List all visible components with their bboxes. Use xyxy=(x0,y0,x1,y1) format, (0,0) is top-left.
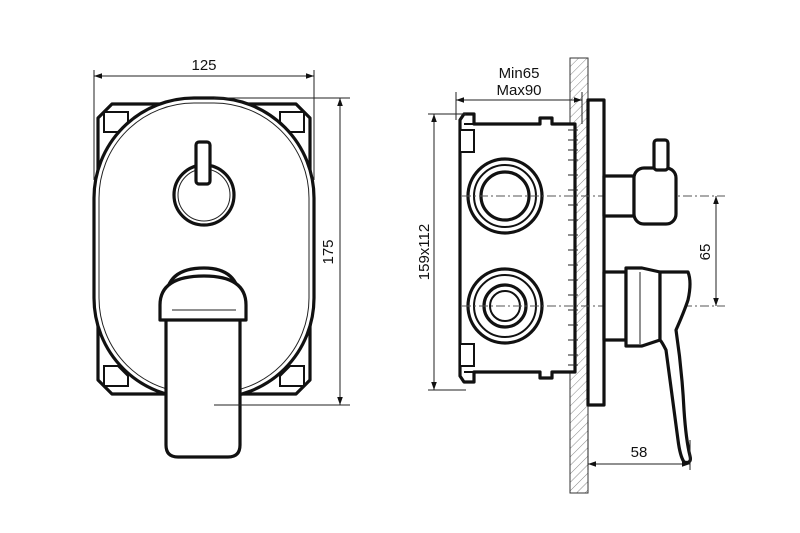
dim-handle-projection: 58 xyxy=(631,444,648,461)
lever-handle-side xyxy=(602,266,692,464)
dim-outlet-spacing: 65 xyxy=(697,244,714,261)
dim-depth-max: Max90 xyxy=(496,82,541,99)
side-view: Min65 Max90 159x112 65 58 xyxy=(416,57,725,494)
dim-box-size: 159x112 xyxy=(416,224,433,280)
dim-front-height: 175 xyxy=(320,239,337,264)
diverter-knob xyxy=(172,140,236,227)
diverter-knob-side xyxy=(602,138,678,226)
dim-depth-min: Min65 xyxy=(499,65,540,82)
dim-front-width: 125 xyxy=(191,57,216,74)
lever-handle xyxy=(158,266,248,459)
cover-plate-edge xyxy=(586,98,606,407)
front-view: 125 175 xyxy=(92,57,350,459)
